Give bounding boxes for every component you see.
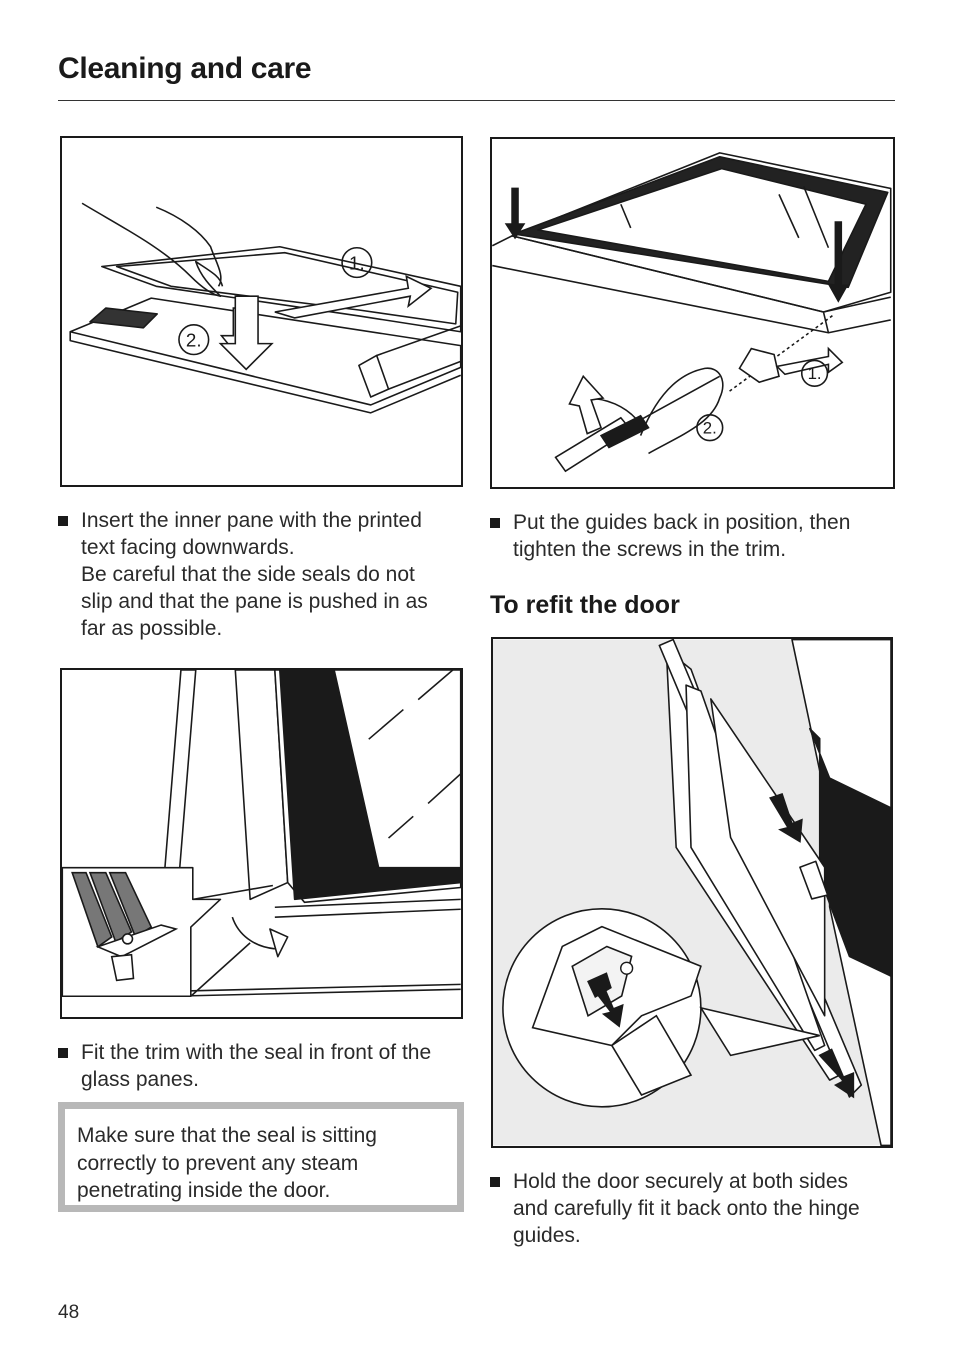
page-title: Cleaning and care [58, 52, 312, 85]
section-title-refit-door: To refit the door [490, 591, 680, 619]
step-1-label: 1. [349, 252, 365, 273]
page-number: 48 [58, 1302, 80, 1323]
refit-door-illustration [493, 639, 891, 1146]
bullet-square-icon [58, 1048, 68, 1058]
instruction-insert-pane: Insert the inner pane with the printed t… [58, 507, 464, 642]
step-2-label: 2. [703, 419, 717, 438]
bullet-square-icon [58, 516, 68, 526]
instruction-refit-door: Hold the door securely at both sides and… [490, 1168, 900, 1249]
step-1-label: 1. [808, 364, 822, 383]
bullet-square-icon [490, 1177, 500, 1187]
step-2-label: 2. [186, 330, 202, 351]
header-divider [58, 100, 895, 101]
figure-insert-pane: 1. 2. [60, 136, 463, 487]
figure-refit-door [491, 637, 893, 1148]
figure-tighten-screws: 1. 2. [490, 137, 895, 489]
figure-fit-trim [60, 668, 463, 1019]
bullet-square-icon [490, 518, 500, 528]
note-box: Make sure that the seal is sitting corre… [58, 1102, 464, 1212]
instruction-fit-trim: Fit the trim with the seal in front of t… [58, 1039, 464, 1093]
fit-trim-illustration [62, 670, 461, 998]
instruction-tighten-screws: Put the guides back in position, then ti… [490, 509, 896, 563]
tighten-screws-illustration: 1. 2. [492, 152, 892, 473]
insert-pane-illustration: 1. 2. [69, 202, 461, 414]
